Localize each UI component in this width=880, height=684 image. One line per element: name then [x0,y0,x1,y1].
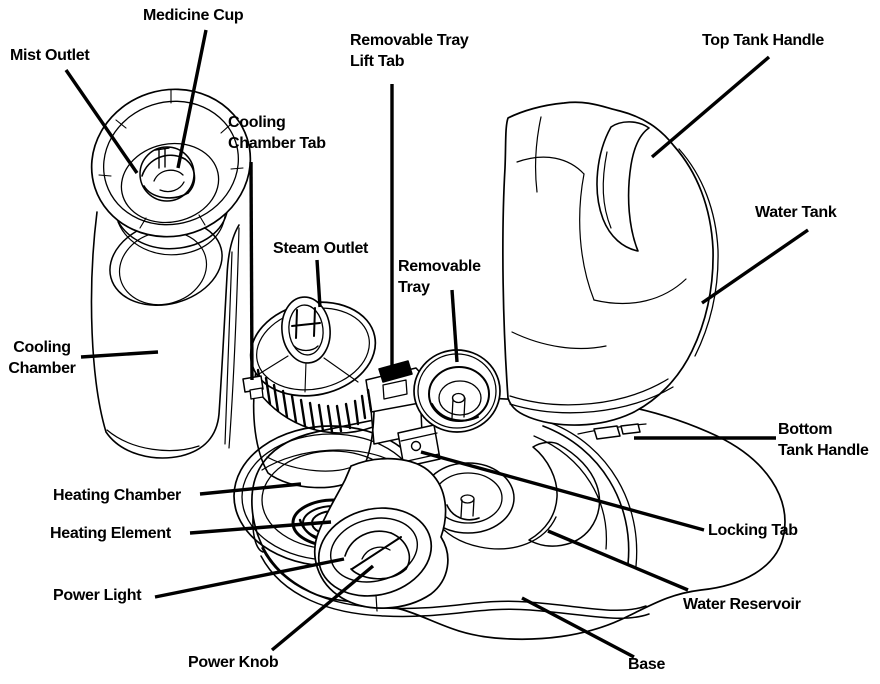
leader-cooling-chamber [80,350,159,359]
water-reservoir-drawing [421,422,638,567]
water-tank-drawing [502,101,719,440]
leader-cooling-chamber-tab [249,161,254,381]
label-locking-tab: Locking Tab [708,522,798,539]
label-medicine-cup: Medicine Cup [143,7,244,24]
leader-removable-tray [450,289,459,363]
top-tank-handle-part [596,121,650,252]
label-cooling-chamber: Cooling Chamber [8,339,76,377]
leader-power-light [154,557,345,599]
label-steam-outlet: Steam Outlet [273,240,369,257]
leader-lines [64,29,809,659]
medicine-cup-part [139,146,196,202]
label-power-knob: Power Knob [188,654,279,671]
power-knob-drawing [313,457,449,612]
leader-power-knob [270,564,375,652]
label-bottom-tank-handle: Bottom Tank Handle [778,421,869,459]
label-heating-element: Heating Element [50,525,171,542]
leader-locking-tab [420,450,705,532]
steam-outlet-part [281,296,331,364]
leader-heating-element [189,520,332,535]
label-removable-tray-lift-tab: Removable Tray Lift Tab [350,32,469,70]
label-base: Base [628,656,666,673]
leader-heating-chamber [199,482,302,496]
leader-base [521,596,635,659]
label-removable-tray: Removable Tray [398,258,481,296]
label-heating-chamber: Heating Chamber [53,487,181,504]
removable-tray-drawing [413,349,501,433]
label-water-tank: Water Tank [755,204,837,221]
leader-water-tank [701,228,809,305]
leader-mist-outlet [64,69,139,174]
leader-top-tank-handle [650,55,771,159]
label-water-reservoir: Water Reservoir [683,596,801,613]
label-top-tank-handle: Top Tank Handle [702,32,825,49]
leader-water-reservoir [547,529,689,592]
label-mist-outlet: Mist Outlet [10,47,90,64]
cooling-chamber-tab-part [242,375,264,400]
label-power-light: Power Light [53,587,142,604]
leader-medicine-cup [176,29,208,169]
label-cooling-chamber-tab: Cooling Chamber Tab [228,114,326,152]
bottom-tank-handle-part [577,423,647,440]
leader-steam-outlet [315,259,322,308]
